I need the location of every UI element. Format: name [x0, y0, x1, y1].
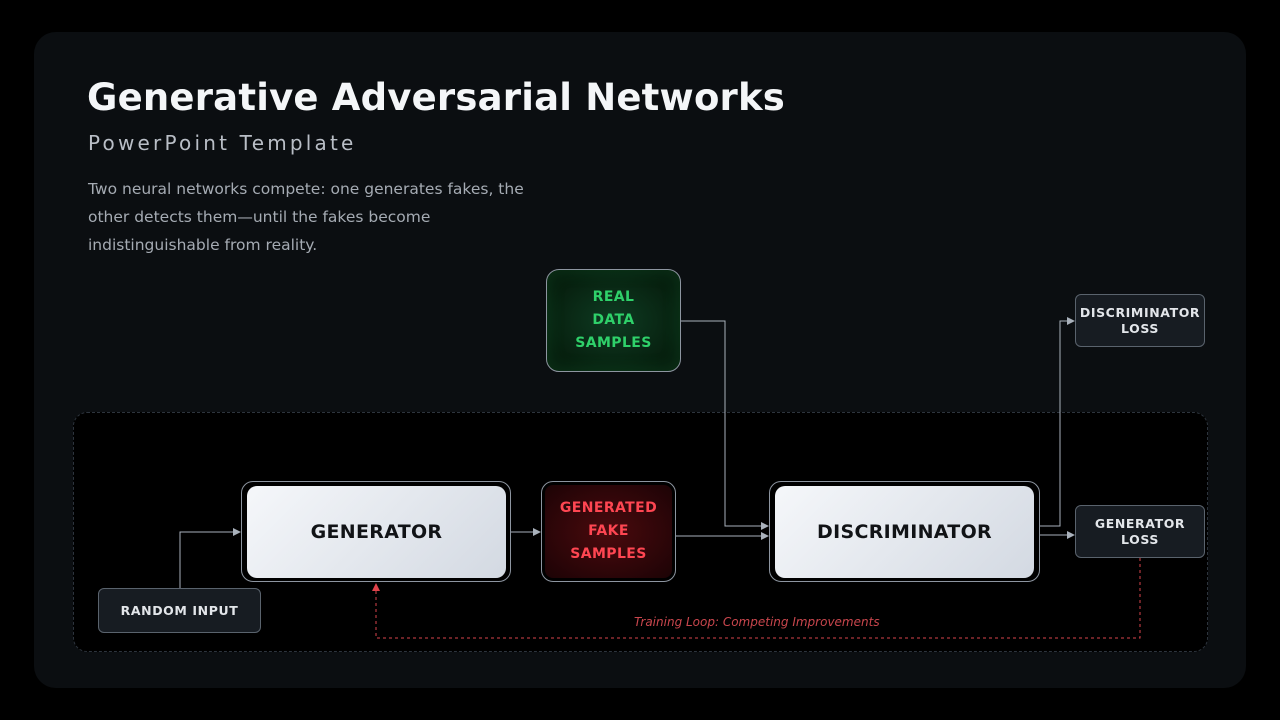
discriminator-outline — [769, 481, 1040, 582]
generated-fake-samples-node: GENERATED FAKE SAMPLES — [545, 485, 672, 578]
real-to-discriminator-line — [681, 320, 769, 530]
fake-label-line-1: GENERATED — [559, 500, 658, 516]
gloss-label-line-2: LOSS — [1121, 531, 1159, 547]
fake-label-line-2: FAKE — [588, 523, 629, 539]
dloss-label-line-2: LOSS — [1121, 320, 1159, 336]
real-data-samples-node: REAL DATA SAMPLES — [546, 269, 681, 372]
discriminator-node: DISCRIMINATOR — [775, 486, 1034, 578]
fake-label-line-3: SAMPLES — [570, 546, 647, 562]
real-label-line-1: REAL — [592, 289, 635, 305]
random-input-node: RANDOM INPUT — [98, 588, 261, 633]
generator-label: GENERATOR — [310, 521, 443, 543]
random-to-generator-line — [179, 528, 241, 588]
real-label-line-3: SAMPLES — [575, 335, 652, 351]
generator-node: GENERATOR — [247, 486, 506, 578]
random-input-label: RANDOM INPUT — [120, 602, 239, 618]
training-loop-label: Training Loop: Competing Improvements — [634, 615, 880, 629]
generator-outline — [241, 481, 511, 582]
page-subtitle: PowerPoint Template — [88, 131, 357, 155]
description-text: Two neural networks compete: one generat… — [88, 180, 524, 254]
gloss-label-line-1: GENERATOR — [1094, 515, 1186, 531]
generator-loss-node: GENERATOR LOSS — [1075, 505, 1205, 558]
discriminator-label: DISCRIMINATOR — [817, 521, 992, 543]
page-title: Generative Adversarial Networks — [87, 76, 786, 119]
dloss-label-line-1: DISCRIMINATOR — [1079, 304, 1201, 320]
discriminator-to-dloss-line — [1040, 317, 1075, 527]
real-label-line-2: DATA — [592, 312, 635, 328]
training-loop-line — [372, 558, 1141, 639]
fake-samples-outline — [541, 481, 676, 582]
discriminator-loss-node: DISCRIMINATOR LOSS — [1075, 294, 1205, 347]
